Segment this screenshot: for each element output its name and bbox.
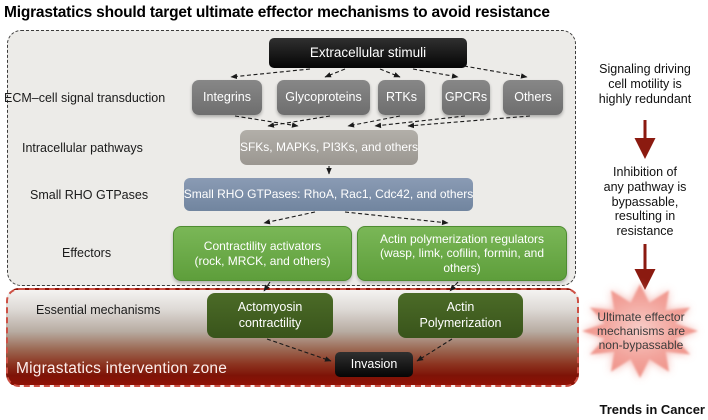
small-rho-gtpases-box: Small RHO GTPases: RhoA, Rac1, Cdc42, an… <box>184 178 473 211</box>
note-signaling-redundant: Signaling driving cell motility is highl… <box>598 62 692 106</box>
note-inhibition-bypassable: Inhibition of any pathway is bypassable,… <box>603 165 687 238</box>
receptor-box-glycoproteins: Glycoproteins <box>277 80 370 115</box>
figure-title: Migrastatics should target ultimate effe… <box>4 4 550 21</box>
row-label-intracellular-pathways: Intracellular pathways <box>22 141 143 155</box>
receptor-box-gpcrs: GPCRs <box>442 80 490 115</box>
row-label-essential-mechanisms: Essential mechanisms <box>36 303 161 317</box>
invasion-box: Invasion <box>335 352 413 377</box>
journal-name: Trends in Cancer <box>599 402 705 417</box>
burst-non-bypassable-label: Ultimate effector mechanisms are non-byp… <box>596 310 686 353</box>
intracellular-pathways-box: SFKs, MAPKs, PI3Ks, and others <box>240 130 418 165</box>
extracellular-stimuli-box: Extracellular stimuli <box>269 38 467 68</box>
row-label-effectors: Effectors <box>62 246 112 260</box>
receptor-box-rtks: RTKs <box>378 80 425 115</box>
actin-polymerization-regulators-box: Actin polymerization regulators (wasp, l… <box>357 226 567 281</box>
row-label-ecm-signal-transduction: ECM–cell signal transduction <box>4 91 166 105</box>
intervention-zone-label: Migrastatics intervention zone <box>16 360 228 377</box>
receptor-box-others: Others <box>503 80 563 115</box>
actomyosin-contractility-box: Actomyosin contractility <box>207 293 333 338</box>
actin-polymerization-box: Actin Polymerization <box>398 293 523 338</box>
row-label-small-rho-gtpases: Small RHO GTPases <box>30 188 149 202</box>
contractility-activators-box: Contractility activators (rock, MRCK, an… <box>173 226 352 281</box>
receptor-box-integrins: Integrins <box>192 80 262 115</box>
